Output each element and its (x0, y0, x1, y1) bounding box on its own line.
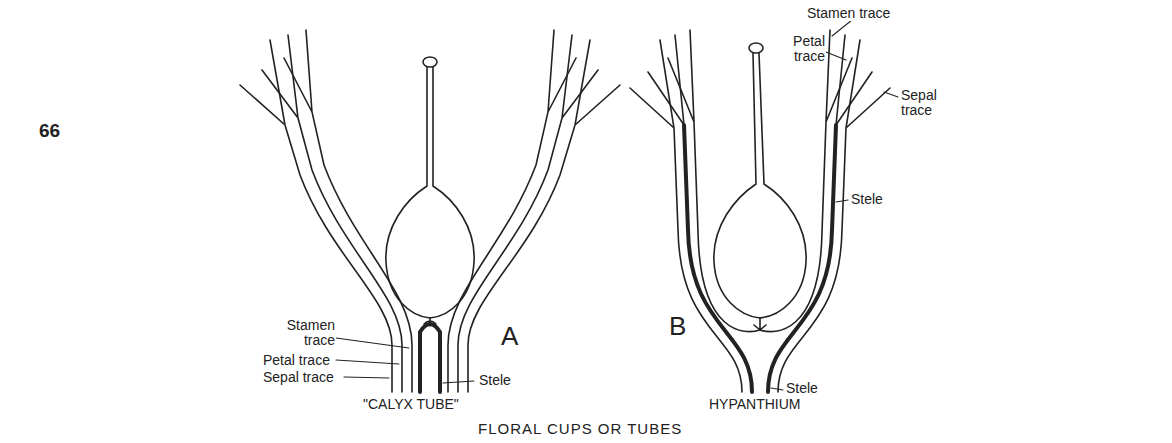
trace-label: Petal trace (262, 353, 331, 368)
trace-label: Stamen trace (806, 6, 891, 21)
diagram-caption: FLORAL CUPS OR TUBES (478, 420, 682, 437)
trace-label: Stamen trace (270, 318, 336, 348)
figure-letter: A (500, 322, 519, 350)
figure-caption: "CALYX TUBE" (362, 397, 460, 412)
stele-a (420, 324, 440, 392)
trace-label: Sepal trace (900, 88, 950, 118)
traces-a-right (448, 30, 620, 392)
pistil-a (386, 57, 474, 326)
stele-label: Stele (850, 192, 884, 207)
pistil-b (714, 43, 806, 330)
leader-lines (336, 20, 898, 390)
traces-a (240, 30, 412, 392)
trace-label: Petal trace (778, 34, 826, 64)
stele-label: Stele (478, 373, 512, 388)
figure-letter: B (668, 312, 687, 340)
hypanthium-wall-right (760, 30, 890, 392)
page-number: 66 (38, 120, 61, 141)
figure-caption: HYPANTHIUM (708, 397, 802, 412)
trace-label: Sepal trace (262, 370, 335, 385)
hypanthium-wall-left (630, 30, 760, 392)
stele-label: Stele (785, 381, 819, 396)
